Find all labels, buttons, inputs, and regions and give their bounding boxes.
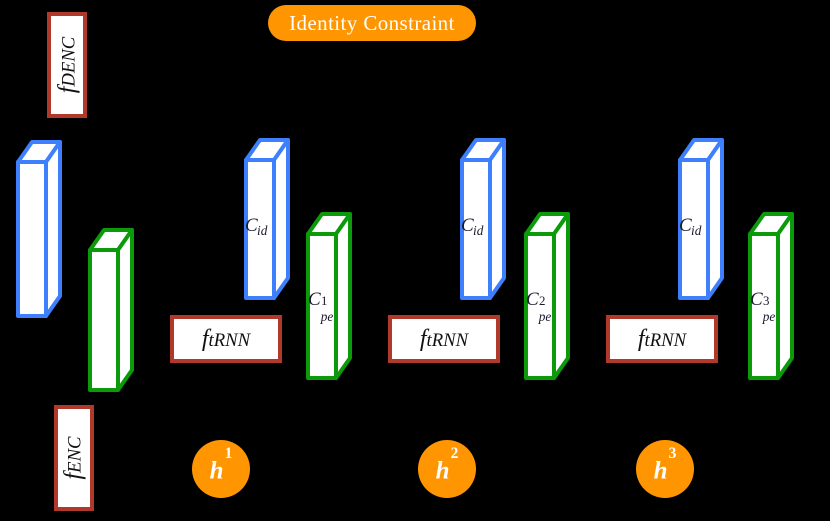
cid-bar-1-shape (244, 138, 290, 300)
cpe-bar-2-shape (524, 212, 570, 380)
f-trnn-box-3-label: ftRNN (637, 326, 687, 352)
f-enc-box[interactable]: fENC (54, 405, 94, 511)
cid-bar-2[interactable]: Cid (460, 138, 512, 304)
input-green-bar[interactable] (88, 228, 140, 394)
cid-bar-2-shape (460, 138, 506, 300)
input-blue-bar-shape (16, 140, 62, 318)
cpe-bar-3-shape (748, 212, 794, 380)
h-state-1-label: h1 (209, 445, 233, 485)
f-trnn-box-1[interactable]: ftRNN (170, 315, 282, 363)
f-denc-label: fDENC (54, 36, 80, 94)
f-enc-label: fENC (61, 436, 88, 480)
f-denc-box[interactable]: fDENC (47, 12, 87, 118)
f-trnn-box-1-label: ftRNN (201, 326, 251, 352)
f-enc-subscript: ENC (65, 436, 87, 473)
f-trnn-box-2-label: ftRNN (419, 326, 469, 352)
f-trnn-box-2[interactable]: ftRNN (388, 315, 500, 363)
cpe-bar-1-shape (306, 212, 352, 380)
cid-bar-3-shape (678, 138, 724, 300)
input-green-bar-shape (88, 228, 134, 392)
h-state-3[interactable]: h3 (636, 440, 694, 498)
f-denc-subscript: DENC (58, 36, 79, 87)
h-state-2[interactable]: h2 (418, 440, 476, 498)
identity-constraint-badge[interactable]: Identity Constraint (268, 5, 476, 41)
cid-bar-1[interactable]: Cid (244, 138, 296, 304)
identity-constraint-label: Identity Constraint (289, 10, 455, 35)
input-blue-bar[interactable] (16, 140, 68, 320)
h-state-1[interactable]: h1 (192, 440, 250, 498)
f-trnn-box-3[interactable]: ftRNN (606, 315, 718, 363)
h-state-3-label: h3 (653, 445, 677, 485)
h-state-2-label: h2 (435, 445, 459, 485)
cid-bar-3[interactable]: Cid (678, 138, 730, 304)
